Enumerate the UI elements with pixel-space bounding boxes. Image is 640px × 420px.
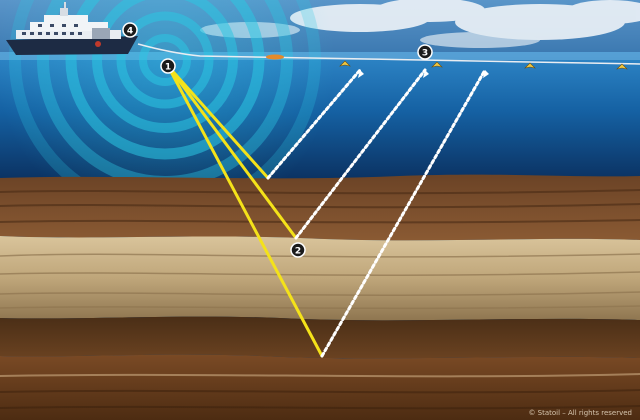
marker-1: 1	[160, 58, 176, 74]
layer-4-highlight	[0, 373, 640, 378]
svg-text:1: 1	[165, 63, 171, 73]
marker-3: 3	[417, 44, 433, 60]
ray-return-2	[294, 68, 427, 240]
layer-3	[0, 316, 640, 359]
layer-2-texture	[0, 253, 640, 310]
ray-down-2	[166, 64, 298, 240]
ray-return-1	[266, 68, 362, 180]
layer-1-stripes	[0, 189, 640, 224]
copyright-credit: © Statoil – All rights reserved	[528, 409, 632, 417]
marker-4: 4	[122, 22, 138, 38]
ray-down-1	[166, 64, 270, 180]
ray-down-3	[166, 64, 324, 358]
ship-icon	[6, 2, 138, 55]
layer-4-lines	[0, 389, 640, 410]
streamer-cable	[137, 43, 640, 70]
layer-4	[0, 354, 640, 420]
marker-2: 2	[290, 242, 306, 258]
svg-text:4: 4	[127, 27, 133, 37]
ray-return-3	[320, 68, 487, 358]
hydrophone-icon	[339, 60, 628, 70]
sediment-layers	[0, 174, 640, 420]
svg-text:3: 3	[422, 49, 428, 59]
marker-badge-icon: 1 2 3 4	[122, 22, 433, 258]
svg-text:2: 2	[295, 247, 301, 257]
seismic-rays	[166, 64, 489, 358]
